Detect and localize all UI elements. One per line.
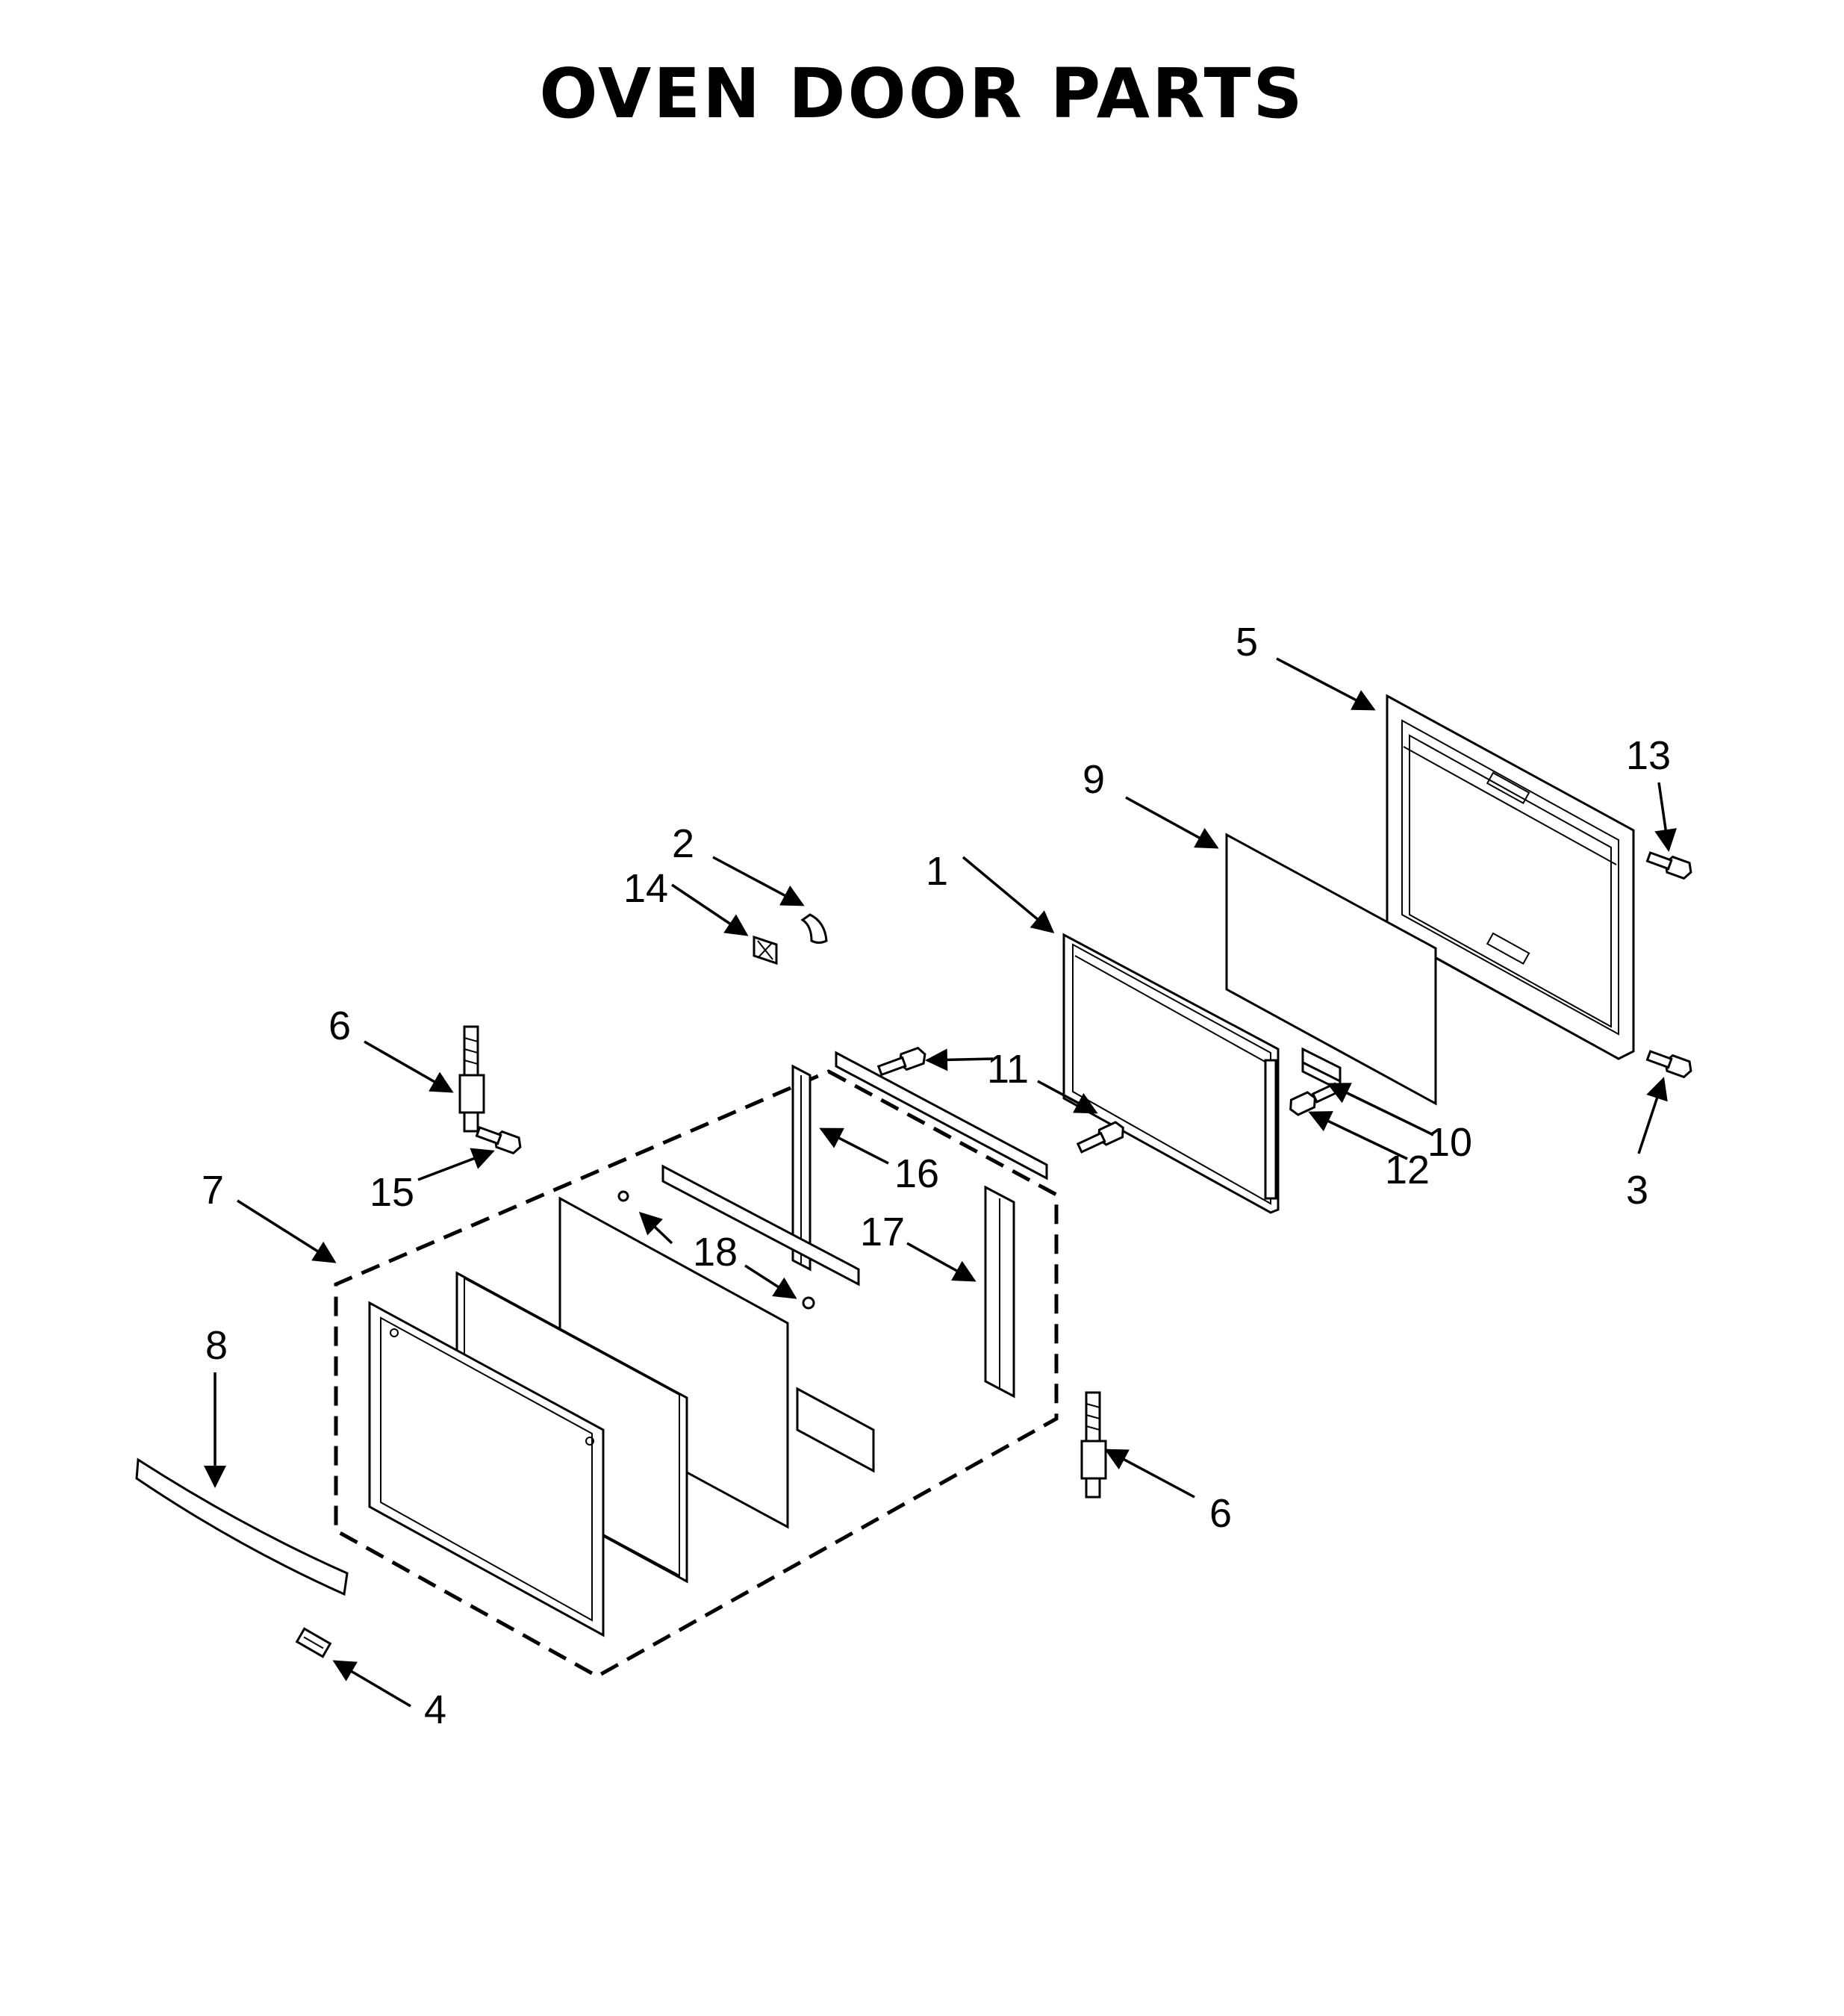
diagram-title: OVEN DOOR PARTS xyxy=(539,54,1305,134)
top-rail xyxy=(835,1051,1048,1180)
callout-11: 11 xyxy=(987,1047,1029,1092)
callout-18: 18 xyxy=(693,1230,738,1275)
part-14-bracket[interactable] xyxy=(753,935,778,965)
callout-16: 16 xyxy=(894,1151,939,1196)
callout-1: 1 xyxy=(926,849,948,894)
outer-door-panel xyxy=(368,1301,605,1637)
part-6-hinge-right[interactable] xyxy=(1080,1391,1107,1499)
callout-3: 3 xyxy=(1626,1168,1648,1213)
callout-15: 15 xyxy=(370,1170,414,1215)
part-17-channel[interactable] xyxy=(984,1185,1015,1399)
part-18-fastener-b[interactable] xyxy=(802,1296,815,1310)
callout-6-right: 6 xyxy=(1209,1491,1232,1536)
part-15-screw[interactable] xyxy=(475,1124,523,1155)
part-4-badge[interactable] xyxy=(295,1627,332,1658)
lower-strip xyxy=(796,1387,875,1473)
callout-5: 5 xyxy=(1236,620,1258,665)
callout-2: 2 xyxy=(672,821,694,866)
inner-strip xyxy=(661,1164,860,1287)
part-11-screw-lower[interactable] xyxy=(1076,1120,1127,1155)
part-9-glass-panel[interactable] xyxy=(1225,833,1437,1106)
part-18-fastener-a[interactable] xyxy=(617,1190,629,1202)
callout-8: 8 xyxy=(205,1323,228,1368)
part-11-screw-upper[interactable] xyxy=(876,1046,928,1079)
callout-14: 14 xyxy=(623,866,668,911)
part-16-channel[interactable] xyxy=(791,1064,812,1272)
callout-12: 12 xyxy=(1385,1148,1430,1192)
callout-9: 9 xyxy=(1083,757,1105,802)
part-8-handle[interactable] xyxy=(135,1457,349,1596)
part-1-inner-frame[interactable] xyxy=(1062,933,1280,1214)
part-13-screw[interactable] xyxy=(1645,849,1694,880)
door-assembly-outline xyxy=(334,1069,1059,1679)
callout-4: 4 xyxy=(424,1687,446,1732)
part-3-screw[interactable] xyxy=(1645,1048,1694,1079)
callout-6-left: 6 xyxy=(328,1004,351,1048)
callout-17: 17 xyxy=(860,1210,905,1254)
callout-13: 13 xyxy=(1626,733,1671,778)
callout-10: 10 xyxy=(1427,1120,1472,1165)
part-2-clip[interactable] xyxy=(800,913,828,944)
callout-7: 7 xyxy=(202,1168,224,1213)
part-6-hinge-left[interactable] xyxy=(458,1025,485,1133)
